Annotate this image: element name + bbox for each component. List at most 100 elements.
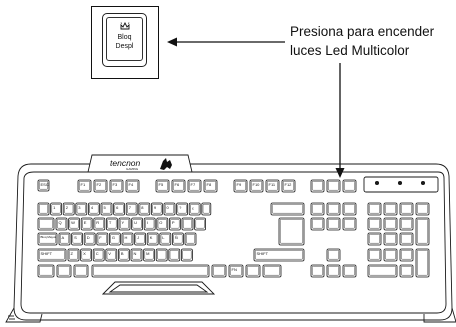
key-fn[interactable]: FN (228, 264, 244, 278)
key-left[interactable] (310, 264, 325, 278)
key-backspace[interactable] (270, 202, 305, 216)
key-n[interactable]: N (130, 248, 143, 262)
key-numpad-0-0[interactable] (367, 202, 382, 216)
key-p[interactable]: P (168, 217, 181, 231)
key-c[interactable]: C (92, 248, 105, 262)
key-print-screen[interactable] (310, 179, 325, 193)
key-windows[interactable] (56, 264, 72, 278)
key-ñ[interactable]: Ñ (171, 232, 184, 246)
key-menu[interactable] (245, 264, 261, 278)
key-l[interactable]: L (159, 232, 172, 246)
key-alt-left[interactable] (73, 264, 89, 278)
key-comma[interactable] (155, 248, 168, 262)
key-z[interactable]: Z (67, 248, 80, 262)
key-home[interactable] (326, 202, 341, 216)
key-numpad-enter[interactable] (415, 248, 430, 278)
key-f10[interactable]: F10 (249, 179, 264, 193)
key-u[interactable]: U (131, 217, 144, 231)
key-numpad-0-1[interactable] (383, 202, 398, 216)
key-h[interactable]: H (121, 232, 134, 246)
key-bracket-right[interactable] (194, 217, 207, 231)
key-e[interactable]: E (80, 217, 93, 231)
key-numpad-3-1[interactable] (383, 248, 398, 262)
key-end[interactable] (326, 217, 341, 231)
key-numpad-1-2[interactable] (399, 217, 414, 231)
key-dash[interactable] (180, 248, 193, 262)
key-brace[interactable] (184, 232, 197, 246)
key-f3[interactable]: F3 (109, 179, 124, 193)
key-tab[interactable] (37, 217, 55, 231)
key-2[interactable]: 2 (62, 202, 75, 216)
key-4[interactable]: 4 (88, 202, 100, 216)
key-numpad-3-0[interactable] (367, 248, 382, 262)
key-pause[interactable] (342, 179, 357, 193)
key-insert[interactable] (310, 202, 325, 216)
key-o[interactable]: O (156, 217, 169, 231)
key-t[interactable]: T (106, 217, 118, 231)
key-numpad-0[interactable] (367, 264, 398, 278)
key-0[interactable]: 0 (163, 202, 176, 216)
key-numpad-minus[interactable] (415, 202, 430, 216)
key-numpad-plus[interactable] (415, 217, 430, 246)
key-f8[interactable]: F8 (203, 179, 218, 193)
key-a[interactable]: A (58, 232, 71, 246)
key-shift-right[interactable]: SHIFT (253, 248, 305, 262)
key-period[interactable] (168, 248, 181, 262)
key-g[interactable]: G (109, 232, 121, 246)
key-right[interactable] (342, 264, 357, 278)
key-s[interactable]: S (71, 232, 83, 246)
key-x[interactable]: X (80, 248, 92, 262)
key-page-up[interactable] (342, 202, 357, 216)
key-b[interactable]: B (118, 248, 130, 262)
key-numpad-2-1[interactable] (383, 232, 398, 246)
key-enter[interactable] (278, 217, 305, 246)
key-esc[interactable]: ESC (37, 179, 50, 192)
key-sym11[interactable]: ¿ (188, 202, 201, 216)
key-numpad-3-2[interactable] (399, 248, 414, 262)
key-ctrl-right[interactable] (262, 264, 282, 278)
key-sym10[interactable]: ? (176, 202, 189, 216)
key-numpad-1-1[interactable] (383, 217, 398, 231)
key-up[interactable] (326, 248, 341, 262)
key-k[interactable]: K (146, 232, 159, 246)
key-numpad-2-0[interactable] (367, 232, 382, 246)
key-f5[interactable]: F5 (155, 179, 170, 193)
key-5[interactable]: 5 (100, 202, 113, 216)
key-extra[interactable] (201, 202, 212, 216)
key-numpad-dot[interactable] (399, 264, 414, 278)
key-f6[interactable]: F6 (171, 179, 186, 193)
key-delete[interactable] (310, 217, 325, 231)
key-numpad-0-2[interactable] (399, 202, 414, 216)
key-m[interactable]: M (143, 248, 156, 262)
key-q[interactable]: Q (55, 217, 68, 231)
key-f4[interactable]: F4 (125, 179, 140, 193)
key-i[interactable]: I (143, 217, 156, 231)
key-numpad-1-0[interactable] (367, 217, 382, 231)
key-9[interactable]: 9 (150, 202, 163, 216)
key-f2[interactable]: F2 (93, 179, 108, 193)
key-6[interactable]: 6 (113, 202, 125, 216)
key-r[interactable]: R (93, 217, 106, 231)
key-numpad-2-2[interactable] (399, 232, 414, 246)
key-down[interactable] (326, 264, 341, 278)
key-f7[interactable]: F7 (187, 179, 202, 193)
key-f1[interactable]: F1 (77, 179, 92, 193)
key-alt-right[interactable] (211, 264, 227, 278)
key-7[interactable]: 7 (125, 202, 138, 216)
key-y[interactable]: Y (118, 217, 131, 231)
key-page-down[interactable] (342, 217, 357, 231)
key-caps-lock[interactable]: Bloq Mayus (37, 232, 58, 246)
key-v[interactable]: V (105, 248, 118, 262)
key-shift-left[interactable]: SHIFT (37, 248, 67, 262)
key-j[interactable]: J (134, 232, 147, 246)
key-backtick[interactable] (37, 202, 50, 216)
key-space[interactable] (91, 264, 210, 278)
key-1[interactable]: 1 (50, 202, 62, 216)
scroll-lock-led-key[interactable]: Bloq Despl (102, 13, 147, 67)
key-f12[interactable]: F12 (281, 179, 296, 193)
key-3[interactable]: 3 (75, 202, 88, 216)
key-bracket-left[interactable] (181, 217, 194, 231)
key-ctrl-left[interactable] (37, 264, 55, 278)
key-d[interactable]: D (83, 232, 96, 246)
key-f9[interactable]: F9 (233, 179, 248, 193)
